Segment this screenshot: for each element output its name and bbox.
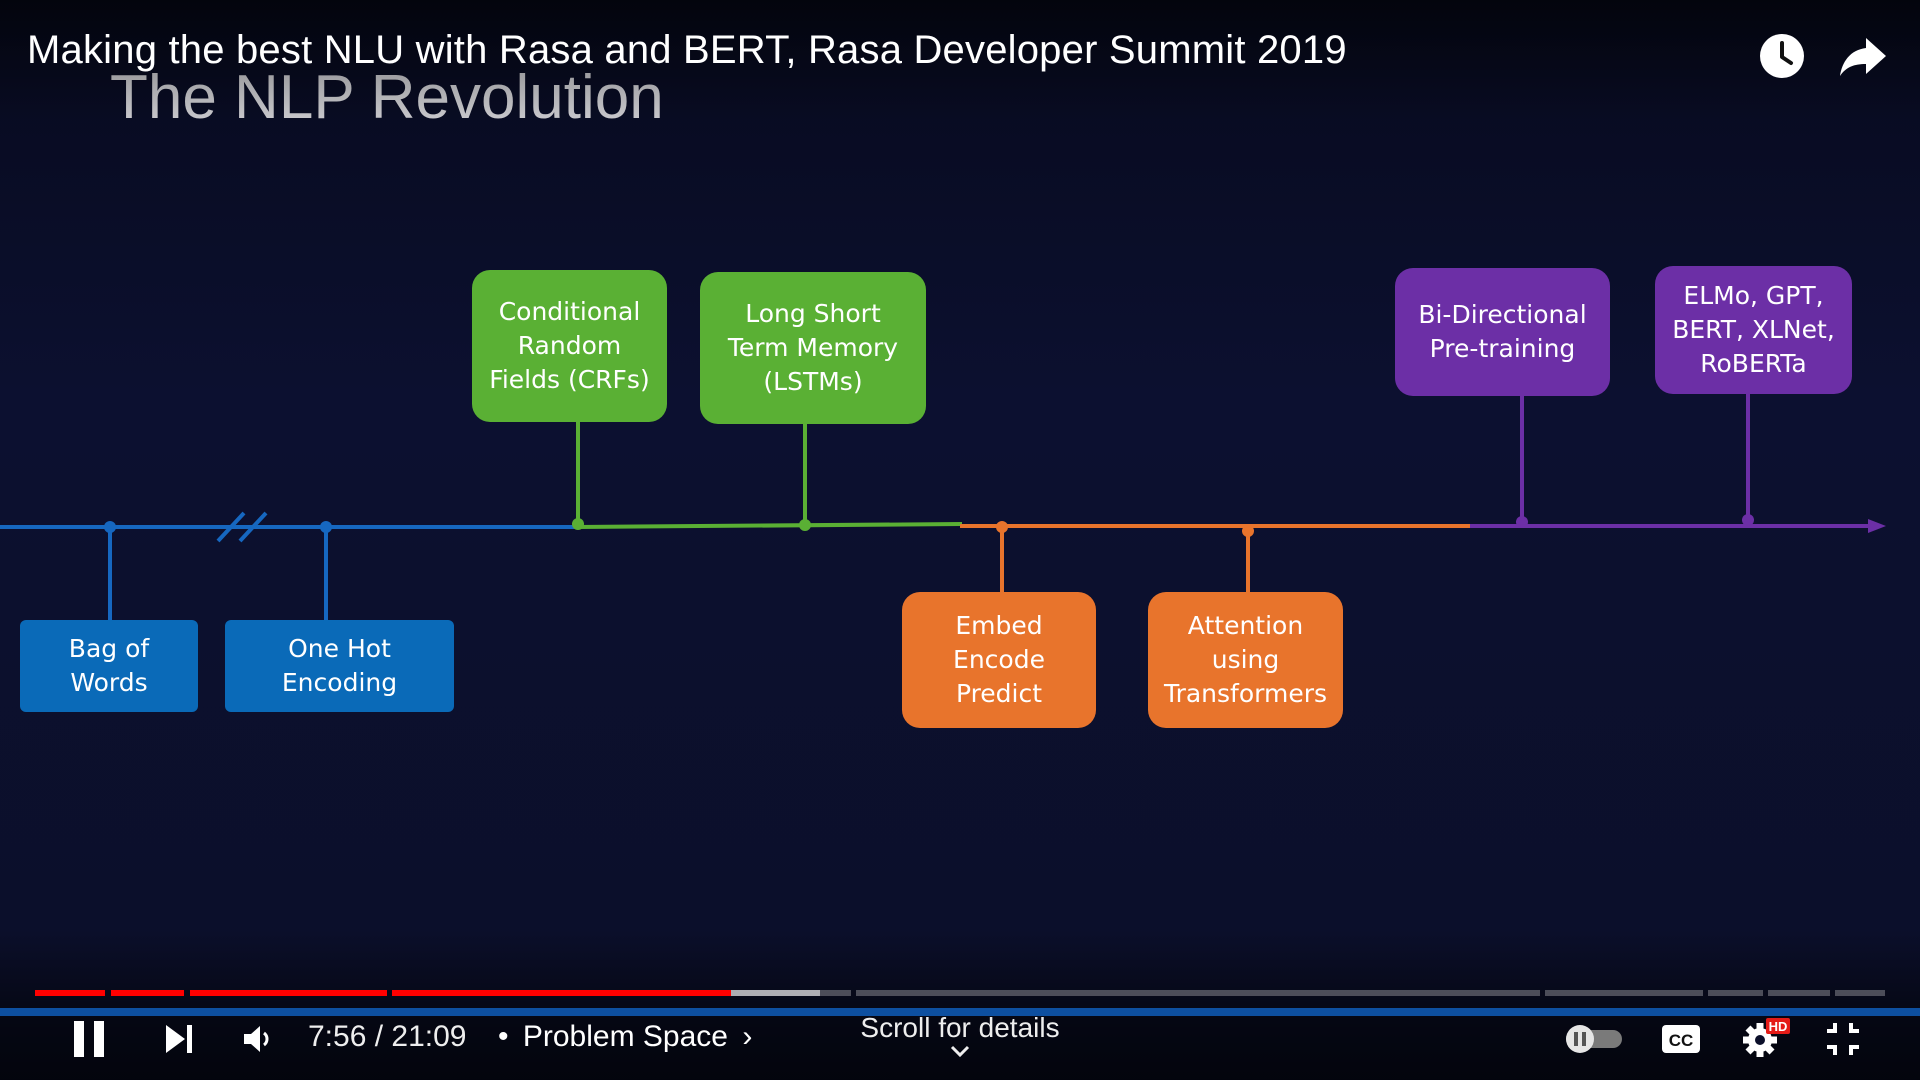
chapter-segment: [856, 990, 1540, 996]
video-title[interactable]: Making the best NLU with Rasa and BERT, …: [27, 28, 1347, 72]
timeline-dot: [996, 521, 1008, 533]
played-progress: [35, 988, 1885, 998]
played-segment: [111, 990, 184, 996]
chevron-right-icon: ›: [742, 1020, 753, 1053]
timeline-dot: [572, 518, 584, 530]
chapter-separator: •: [498, 1020, 509, 1053]
chapter-segment: [1708, 990, 1763, 996]
watch-later-button[interactable]: [1754, 28, 1810, 84]
chapter-segment: [1768, 990, 1830, 996]
timeline-dot: [1242, 525, 1254, 537]
settings-button[interactable]: HD: [1740, 1016, 1792, 1060]
milestone-one-hot-encoding: One Hot Encoding: [225, 620, 454, 712]
cc-icon: CC: [1662, 1025, 1700, 1053]
next-icon: [166, 1025, 192, 1053]
volume-button[interactable]: [236, 1018, 278, 1060]
timeline-dot: [1742, 514, 1754, 526]
cc-text: CC: [1669, 1031, 1694, 1050]
timeline: [0, 394, 1886, 620]
volume-icon: [244, 1026, 269, 1052]
share-arrow-icon: [1840, 38, 1886, 76]
share-button[interactable]: [1835, 28, 1891, 84]
scroll-hint-label: Scroll for details: [860, 1012, 1060, 1043]
chevron-down-icon: [950, 1045, 970, 1058]
chapter-link[interactable]: • Problem Space ›: [498, 1020, 752, 1054]
chapter-segment: [1545, 990, 1703, 996]
brand-strip: [0, 1008, 1920, 1016]
milestone-bag-of-words: Bag of Words: [20, 620, 198, 712]
timeline-green-segment: [577, 522, 963, 529]
chapter-title: Problem Space: [522, 1020, 728, 1053]
scroll-for-details[interactable]: Scroll for details: [860, 1012, 1060, 1058]
hd-badge: HD: [1769, 1019, 1788, 1034]
pause-icon: [74, 1021, 104, 1057]
milestone-lstms: Long Short Term Memory (LSTMs): [700, 272, 926, 424]
top-overlay: [0, 0, 1920, 120]
milestone-crfs: Conditional Random Fields (CRFs): [472, 270, 667, 422]
exit-fullscreen-icon: [1827, 1023, 1859, 1055]
timeline-arrowhead: [1868, 519, 1886, 533]
timeline-break-mark: [216, 511, 246, 543]
progress-bar[interactable]: [35, 988, 1885, 998]
timeline-dot: [1516, 516, 1528, 528]
milestone-elmo-gpt-bert: ELMo, GPT, BERT, XLNet, RoBERTa: [1655, 266, 1852, 394]
autoplay-toggle-icon: [1566, 1025, 1622, 1053]
slide: Bag of Words One Hot Encoding Conditiona…: [0, 0, 1920, 1000]
timeline-dot: [799, 519, 811, 531]
played-segment: [190, 990, 387, 996]
timeline-dot: [104, 521, 116, 533]
clock-icon: [1760, 34, 1804, 78]
captions-button[interactable]: CC: [1658, 1020, 1704, 1058]
milestone-embed-encode-predict: Embed Encode Predict: [902, 592, 1096, 728]
pause-button[interactable]: [66, 1016, 112, 1062]
milestone-attention-transformers: Attention using Transformers: [1148, 592, 1343, 728]
autoplay-toggle[interactable]: [1562, 1022, 1626, 1056]
time-display: 7:56 / 21:09: [308, 1020, 467, 1053]
next-button[interactable]: [158, 1018, 200, 1060]
gear-icon: HD: [1743, 1018, 1790, 1057]
timeline-dot: [320, 521, 332, 533]
chapter-segment: [1835, 990, 1885, 996]
timeline-break-mark: [238, 511, 268, 543]
milestone-bidirectional-pretraining: Bi-Directional Pre-training: [1395, 268, 1610, 396]
played-segment: [35, 990, 105, 996]
exit-fullscreen-button[interactable]: [1822, 1018, 1864, 1060]
buffered-bar: [725, 990, 820, 996]
played-segment: [392, 990, 731, 996]
